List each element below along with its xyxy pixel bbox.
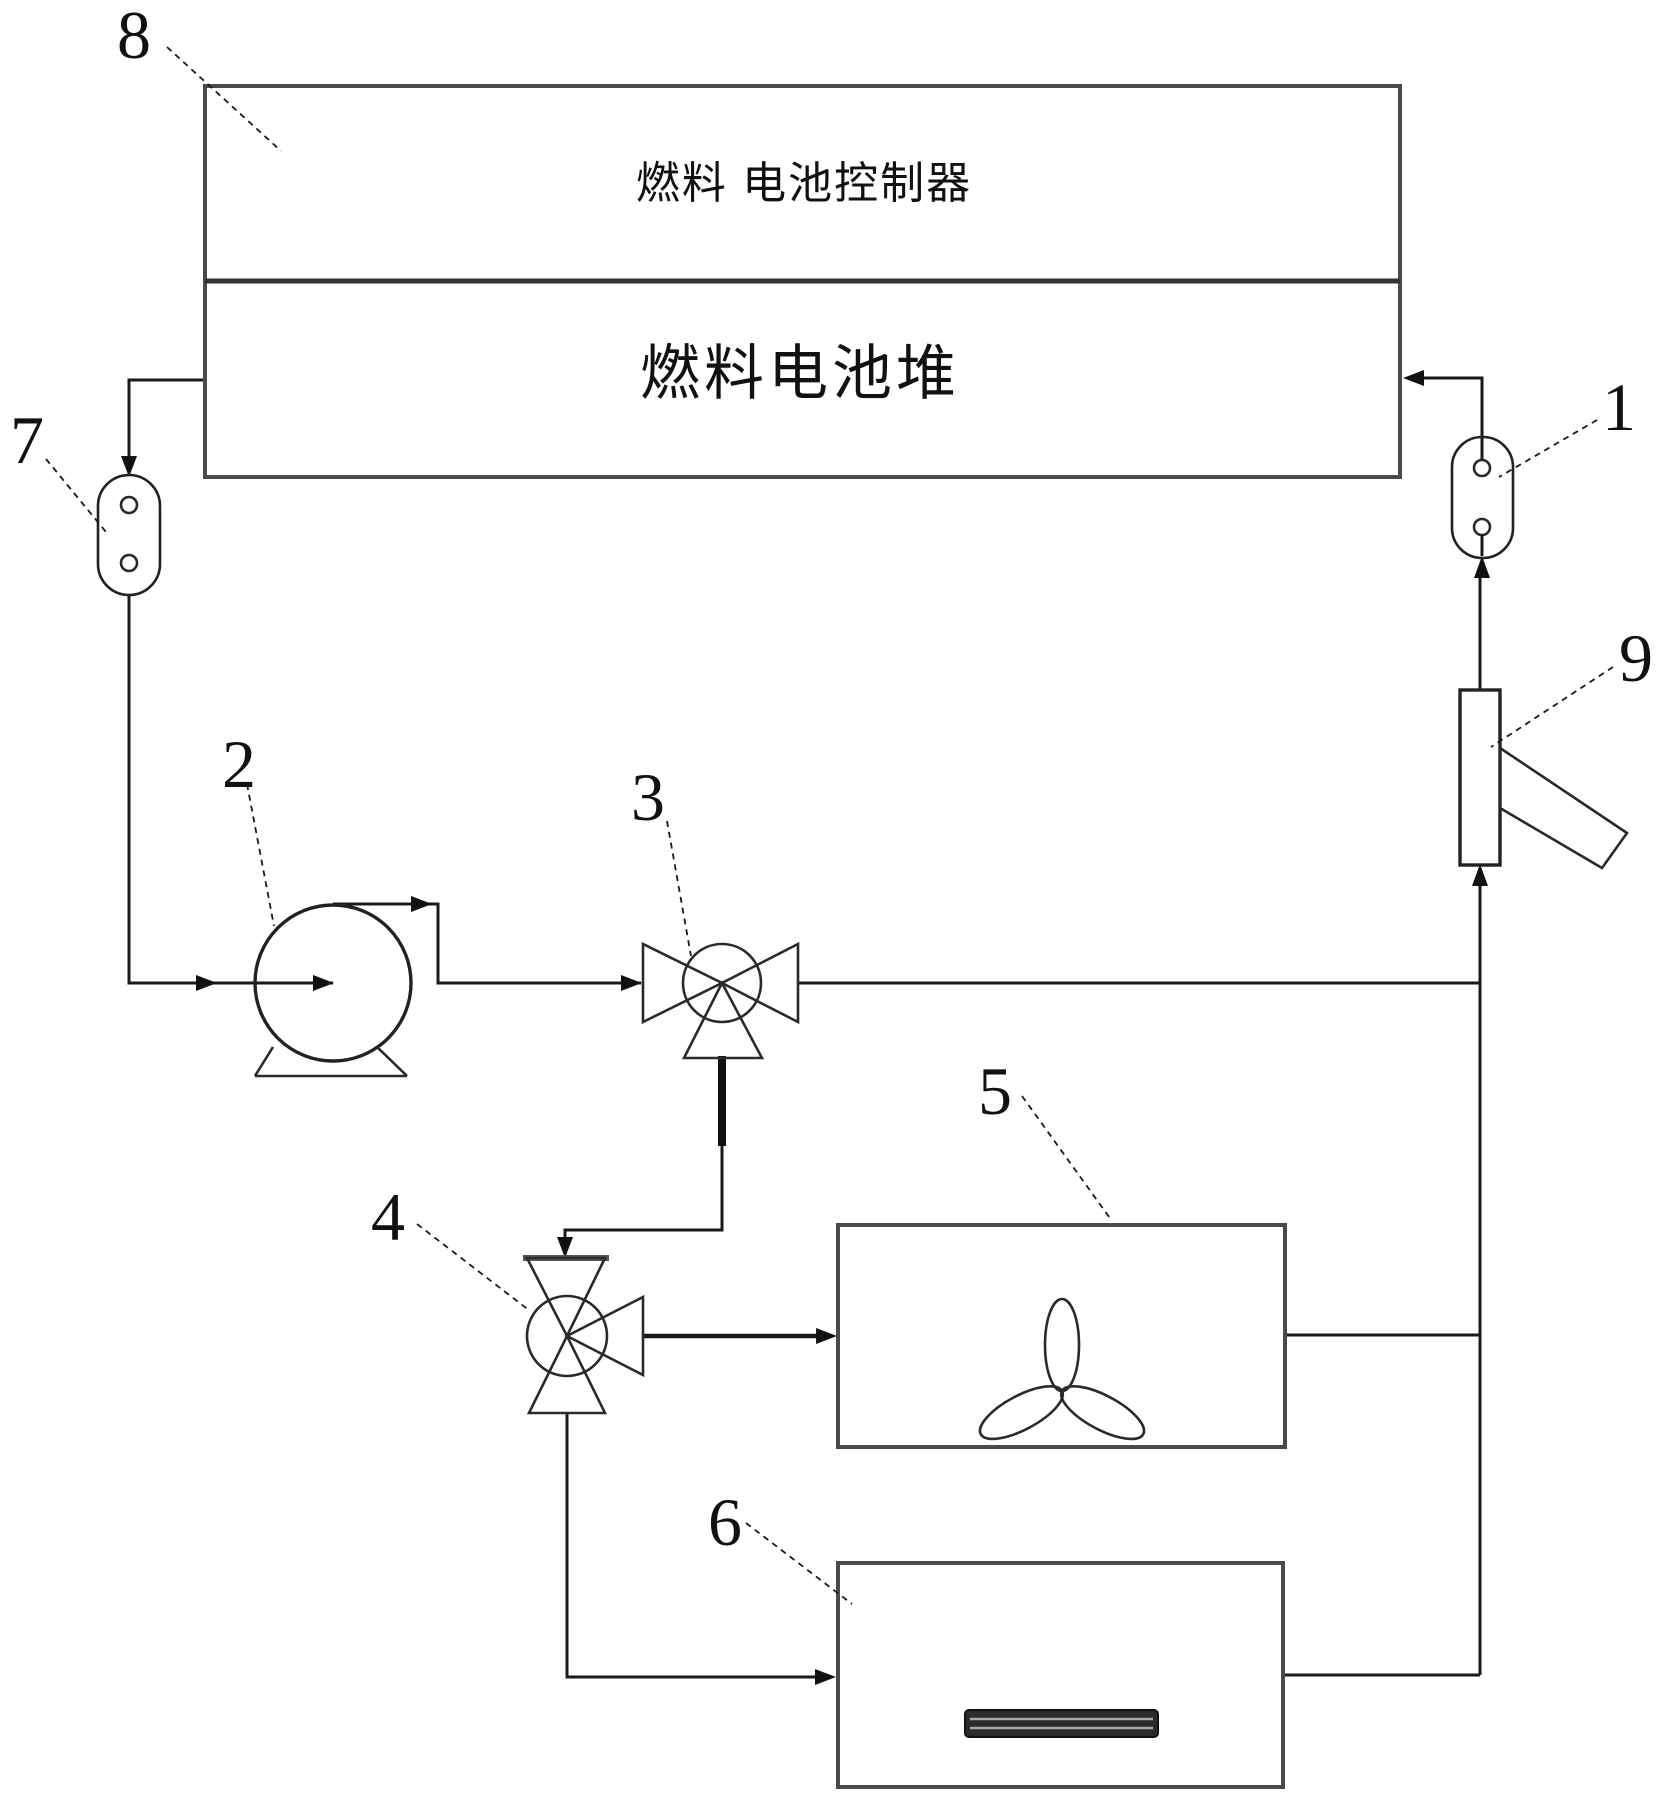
fuel-cell-controller-label: 燃料 电池控制器 [636,159,972,208]
ref-label-1: 1 [1602,369,1636,445]
arrow-into-sensor7-icon [121,456,137,477]
filler-fitting-9-icon [1458,688,1629,870]
heater-element-bar [964,1709,1159,1738]
valve3-port-right [719,941,800,1025]
leader-4 [416,1223,531,1312]
heater-outline [836,1561,1285,1789]
leader-5 [1021,1095,1113,1222]
pipe-stack-to-sensor7 [127,378,205,459]
reference-numerals: 8 7 1 9 2 3 4 5 6 [10,0,1653,1560]
arrow-pump-center-icon [313,975,334,991]
fuel-cell-unit: 燃料 电池控制器 燃料电池堆 [203,84,1402,479]
pipe-sensor7-to-pump [127,573,333,985]
sensor1-port-top [1472,458,1492,478]
leader-2 [246,783,275,927]
radiator-box [836,1223,1287,1449]
valve4-port-top [524,1256,608,1339]
leader-7 [45,458,107,533]
ref-label-3: 3 [631,759,665,835]
leader-9 [1490,666,1614,748]
valve3-port-bottom [681,980,765,1060]
arrow-into-stack-icon [1403,370,1424,386]
heater-element-icon [964,1709,1159,1738]
sensor7-body [96,473,162,597]
arrow-into-radiator-icon [816,1328,837,1344]
leader-1 [1498,419,1598,478]
valve3-ball [681,942,763,1024]
reference-leader-lines [45,46,1614,1605]
pump-leg-left [253,1046,275,1077]
ref-label-4: 4 [371,1179,405,1255]
arrow-pump-inlet-icon [196,975,217,991]
valve4-port-right [564,1294,645,1378]
fan-blade-left [978,1384,1065,1441]
three-way-valve-3-icon [641,941,800,1060]
temperature-sensor-1-icon [1450,435,1515,560]
pump-housing [253,903,413,1063]
ref-label-7: 7 [10,402,44,478]
ref-label-5: 5 [978,1053,1012,1129]
radiator-outline [836,1223,1287,1449]
coolant-pump-icon [253,903,413,1078]
pipe-sensor1-to-stack [1410,376,1484,460]
three-way-valve-4-icon [523,1255,645,1415]
pump-leg-right [376,1046,408,1077]
arrow-into-valve3-icon [621,975,642,991]
temperature-sensor-7-icon [96,473,162,597]
pipe-pump-to-valve3 [333,902,641,985]
heater-box [836,1561,1285,1789]
pipe-valve3-to-valve4 [563,1146,724,1242]
sensor7-port-bottom [119,553,139,573]
arrow-into-sensor1-icon [1474,556,1490,578]
valve4-ball [525,1294,609,1378]
fitting9-body [1458,688,1502,867]
fitting9-branch-neck [1498,745,1629,870]
fan-icon [978,1297,1146,1441]
ref-label-9: 9 [1619,620,1653,696]
arrow-pump-outlet-icon [411,896,432,912]
flow-arrows [121,370,1490,1685]
arrow-into-heater-icon [815,1669,836,1685]
sensor7-port-top [119,495,139,515]
ref-label-2: 2 [222,726,256,802]
leader-3 [666,820,692,957]
pipe-valve4-to-heater [565,1413,818,1679]
valve4-port-bottom [526,1333,608,1415]
leader-6 [745,1522,853,1605]
sensor1-port-bottom [1472,517,1492,537]
ref-label-6: 6 [708,1484,742,1560]
valve3-port-left [641,941,725,1025]
arrow-into-valve4-icon [557,1237,573,1258]
leader-8 [166,46,282,152]
arrow-into-fitting9-icon [1472,864,1488,886]
coolant-piping [127,376,1484,1679]
ref-label-8: 8 [117,0,151,73]
fuel-cell-stack-label: 燃料电池堆 [640,340,960,407]
sensor1-body [1450,435,1515,560]
